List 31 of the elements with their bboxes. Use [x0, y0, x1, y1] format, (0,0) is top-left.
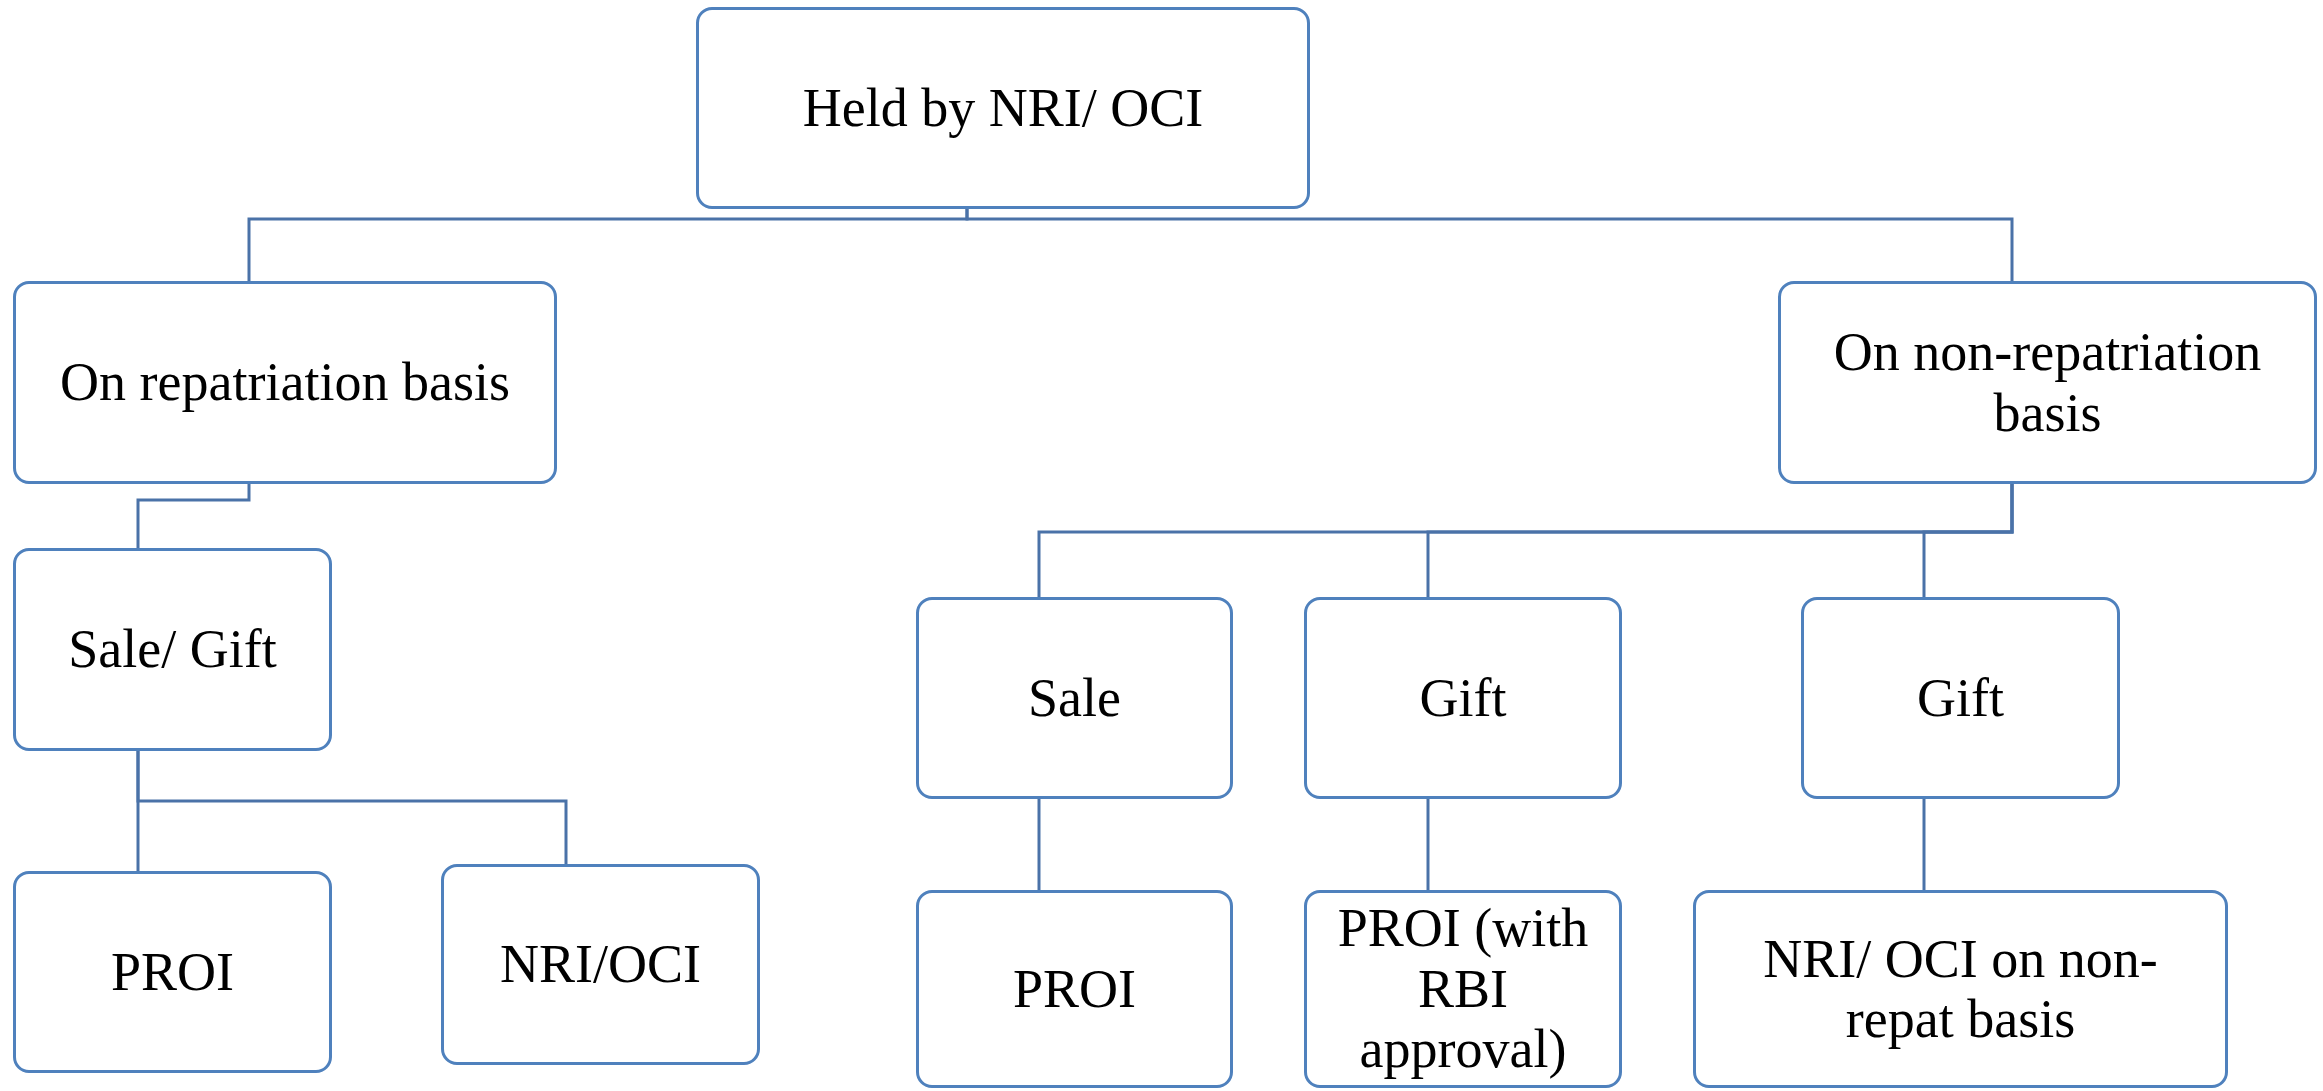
box-label: NRI/ OCI on non-repat basis — [1762, 928, 2159, 1050]
rounded-box — [441, 864, 760, 1065]
box-label: Held by NRI/ OCI — [802, 77, 1204, 139]
rounded-box — [1778, 281, 2317, 484]
connector-line — [1922, 799, 1926, 890]
box-label: PROI — [1013, 958, 1136, 1020]
rounded-box — [916, 890, 1233, 1088]
connector-line — [136, 751, 568, 864]
connector-line — [965, 208, 2014, 281]
box-label: Gift — [1419, 667, 1507, 729]
rounded-box — [1801, 597, 2120, 799]
connector-line — [136, 484, 251, 548]
connector-line — [1922, 484, 2014, 597]
box-label: PROI (with RBI approval) — [1336, 898, 1590, 1080]
box-label: Gift — [1917, 667, 2004, 729]
box-label: PROI — [111, 941, 234, 1003]
box-label: On non-repatriation basis — [1832, 322, 2263, 443]
rounded-box — [13, 871, 332, 1073]
rounded-box — [13, 281, 557, 484]
rounded-box — [1693, 890, 2228, 1088]
rounded-box — [13, 548, 332, 751]
box-label: Sale/ Gift — [68, 619, 277, 680]
rounded-box — [1304, 890, 1622, 1088]
box-label: On repatriation basis — [60, 352, 510, 413]
rounded-box — [916, 597, 1233, 799]
rounded-box — [1304, 597, 1622, 799]
box-label: NRI/OCI — [500, 934, 701, 995]
rounded-box — [696, 7, 1310, 209]
connector-line — [1037, 799, 1041, 890]
connector-line — [1426, 799, 1430, 890]
box-label: Sale — [1028, 667, 1121, 729]
